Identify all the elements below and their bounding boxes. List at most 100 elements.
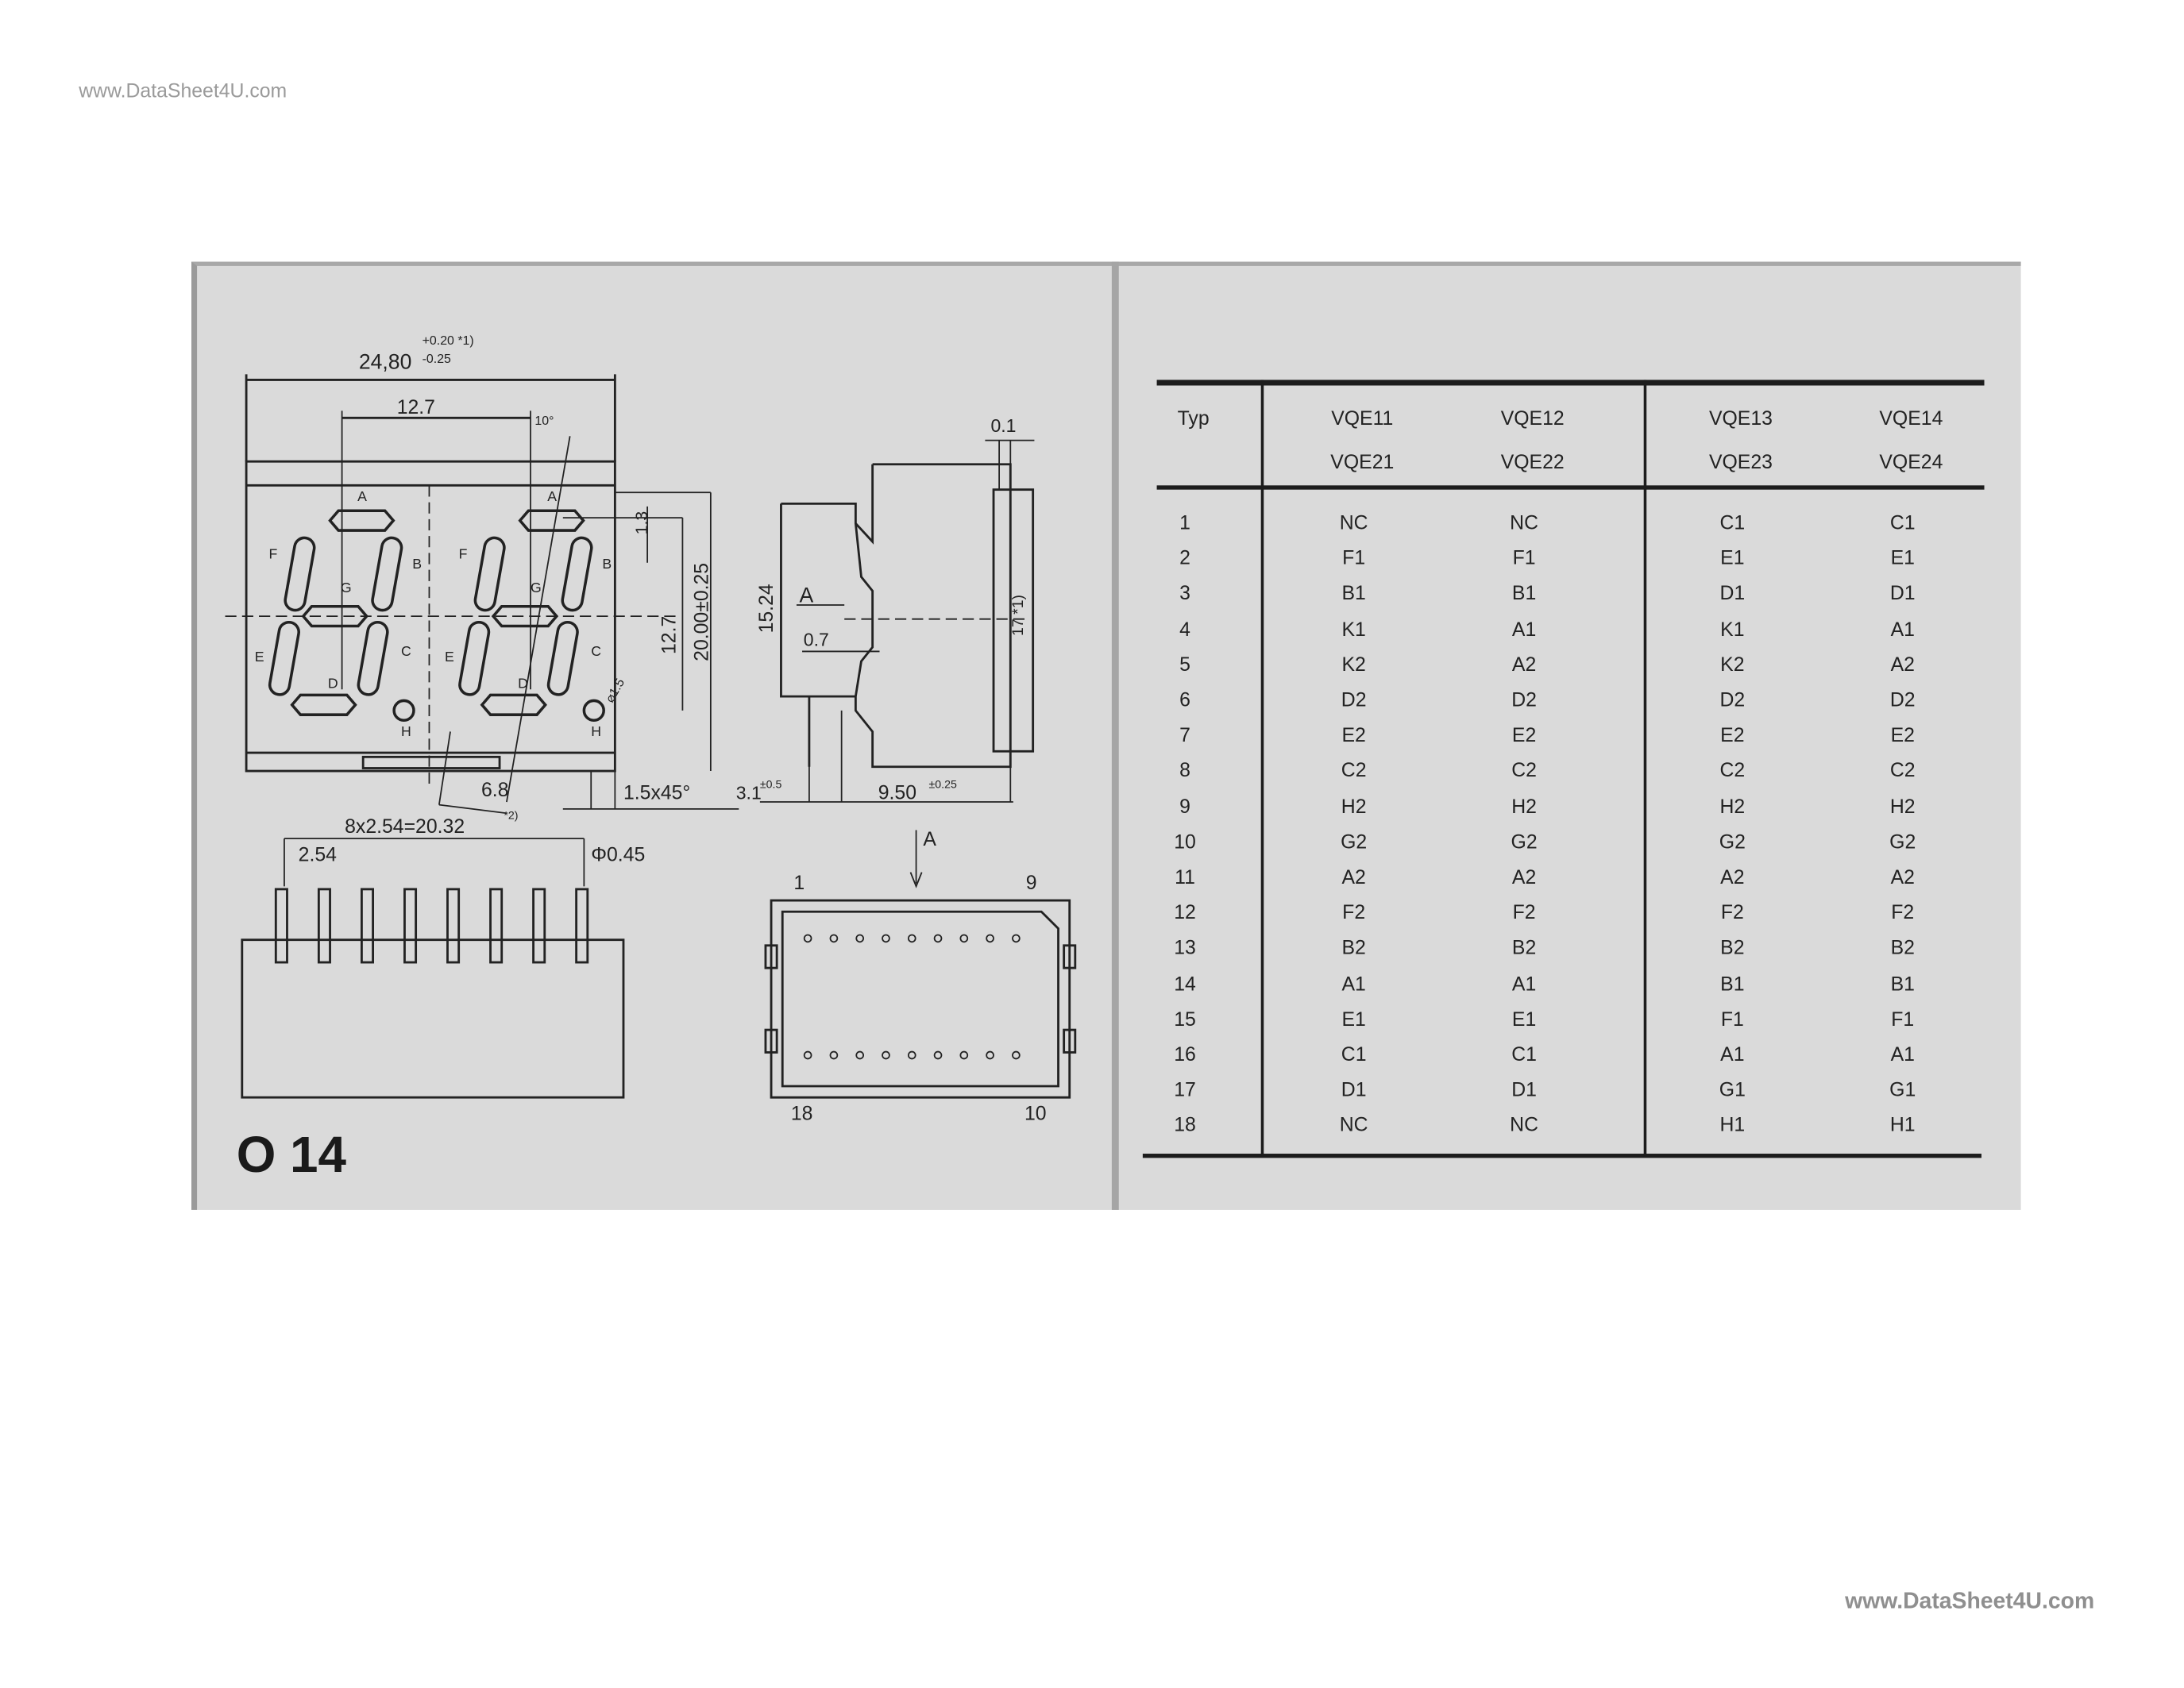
pin-hole	[907, 1050, 916, 1060]
pin-assignment-cell: A2	[1890, 865, 1915, 888]
segment-label: D	[328, 676, 338, 692]
side-view	[759, 439, 1035, 803]
pin-assignment-cell: G2	[1341, 830, 1368, 853]
segment-g	[301, 604, 369, 628]
column-header: VQE22	[1500, 450, 1565, 473]
locating-notch	[764, 1028, 778, 1054]
pin-assignment-cell: B2	[1511, 936, 1537, 959]
segment-f	[284, 536, 316, 612]
pin-assignment-cell: F2	[1342, 900, 1366, 923]
dim-side-31: 3.1	[736, 782, 762, 803]
pin-hole	[855, 934, 865, 943]
segment-label: A	[547, 488, 557, 504]
pin-label-1: 1	[793, 873, 805, 894]
segment-a	[518, 509, 585, 532]
segment-c	[546, 620, 579, 696]
segment-h	[392, 699, 415, 723]
pin-assignment-cell: NC	[1510, 511, 1539, 534]
pin-assignment-cell: NC	[1339, 1113, 1368, 1136]
column-header: VQE11	[1331, 407, 1394, 430]
header-typ: Typ	[1177, 407, 1210, 430]
dim-side-01: 0.1	[990, 415, 1016, 436]
segment-label: E	[255, 649, 264, 665]
pin-number-cell: 13	[1174, 936, 1196, 959]
pin-assignment-cell: C1	[1889, 511, 1916, 534]
dim-pins-total-note: *2)	[504, 809, 518, 822]
pin-number-cell: 11	[1175, 865, 1195, 888]
dim-height: 20.00±0.25	[691, 563, 712, 661]
column-header: VQE14	[1879, 407, 1943, 430]
table-header-rule	[1156, 485, 1985, 490]
pin-assignment-cell: B1	[1511, 581, 1537, 604]
pin	[360, 888, 374, 964]
pin-assignment-cell: B1	[1890, 971, 1915, 995]
front-view-labels: 24,80 +0.20 *1) -0.25 12.7 10° 1.3 12.7 …	[359, 334, 712, 804]
watermark-bottom[interactable]: www.DataSheet4U.com	[1845, 1590, 2095, 1614]
pin-number-cell: 5	[1179, 652, 1190, 676]
pin	[403, 888, 418, 964]
pin-side-view	[241, 838, 625, 1099]
top-view-a	[764, 830, 1077, 1099]
dim-dot: ⌀1.5	[604, 676, 628, 705]
pin-assignment-cell: K2	[1341, 652, 1366, 676]
pin-assignment-cell: G2	[1889, 830, 1916, 853]
dim-side-17: 17 *1)	[1009, 595, 1027, 636]
pin-assignment-cell: H2	[1341, 794, 1367, 817]
pin-hole	[829, 934, 839, 943]
pin-assignment-cell: A1	[1890, 1042, 1915, 1066]
pin-assignment-cell: B2	[1341, 936, 1366, 959]
pin-number-cell: 15	[1174, 1007, 1196, 1030]
segment-label: H	[401, 723, 411, 739]
pin-hole	[986, 934, 994, 943]
pin-assignment-cell: A2	[1341, 865, 1366, 888]
locating-notch	[1063, 944, 1077, 969]
pin-assignment-cell: A2	[1511, 865, 1537, 888]
column-header: VQE21	[1330, 450, 1395, 473]
pin-assignment-cell: B1	[1720, 971, 1745, 995]
column-header: VQE24	[1879, 450, 1943, 473]
dim-side-height: 15.24	[756, 584, 778, 633]
pin-view-labels: 8x2.54=20.32 *2) 2.54 Φ0.45	[299, 809, 646, 865]
pin-assignment-cell: B1	[1341, 581, 1366, 604]
pin-assignment-cell: E2	[1341, 723, 1366, 746]
segment-label: B	[602, 556, 612, 572]
pin-assignment-cell: C1	[1511, 1042, 1537, 1066]
table-vline-1	[1260, 380, 1264, 1157]
pin-hole	[829, 1050, 839, 1060]
pin-assignment-cell: D1	[1889, 581, 1916, 604]
segment-c	[357, 620, 389, 696]
column-header: VQE12	[1500, 407, 1565, 430]
dim-digit-pitch: 12.7	[397, 397, 435, 418]
segment-d	[480, 693, 547, 716]
segment-label: H	[591, 723, 601, 739]
pin-assignment-cell: B2	[1890, 936, 1915, 959]
pin	[575, 888, 589, 964]
dim-side-07: 0.7	[804, 629, 829, 649]
pin-hole	[986, 1050, 994, 1060]
segment-d	[290, 693, 357, 716]
pin-hole	[959, 1050, 969, 1060]
pin-assignment-cell: G1	[1719, 1077, 1746, 1101]
pin-hole	[933, 934, 943, 943]
pin-assignment-cell: A2	[1511, 652, 1537, 676]
segment-h	[582, 699, 605, 723]
pin-hole	[959, 934, 969, 943]
table-top-rule	[1156, 380, 1985, 386]
dim-6-8: 6.8	[481, 780, 508, 801]
dim-width: 24,80	[359, 349, 412, 373]
pin-assignment-cell: A1	[1720, 1042, 1745, 1066]
pin-number-cell: 3	[1179, 581, 1190, 604]
watermark-top[interactable]: www.DataSheet4U.com	[79, 79, 287, 102]
segment-label: B	[412, 556, 422, 572]
pin-assignment-cell: K2	[1720, 652, 1745, 676]
pin-assignment-cell: D2	[1889, 688, 1916, 711]
side-view-marker: A	[799, 583, 813, 607]
segment-e	[458, 620, 491, 696]
pin-number-cell: 10	[1174, 830, 1196, 853]
pin-number-cell: 6	[1179, 688, 1190, 711]
panel-divider	[1111, 261, 1119, 1210]
pin	[446, 888, 461, 964]
view-a-label: A	[923, 829, 936, 850]
pin-label-18: 18	[791, 1104, 813, 1125]
